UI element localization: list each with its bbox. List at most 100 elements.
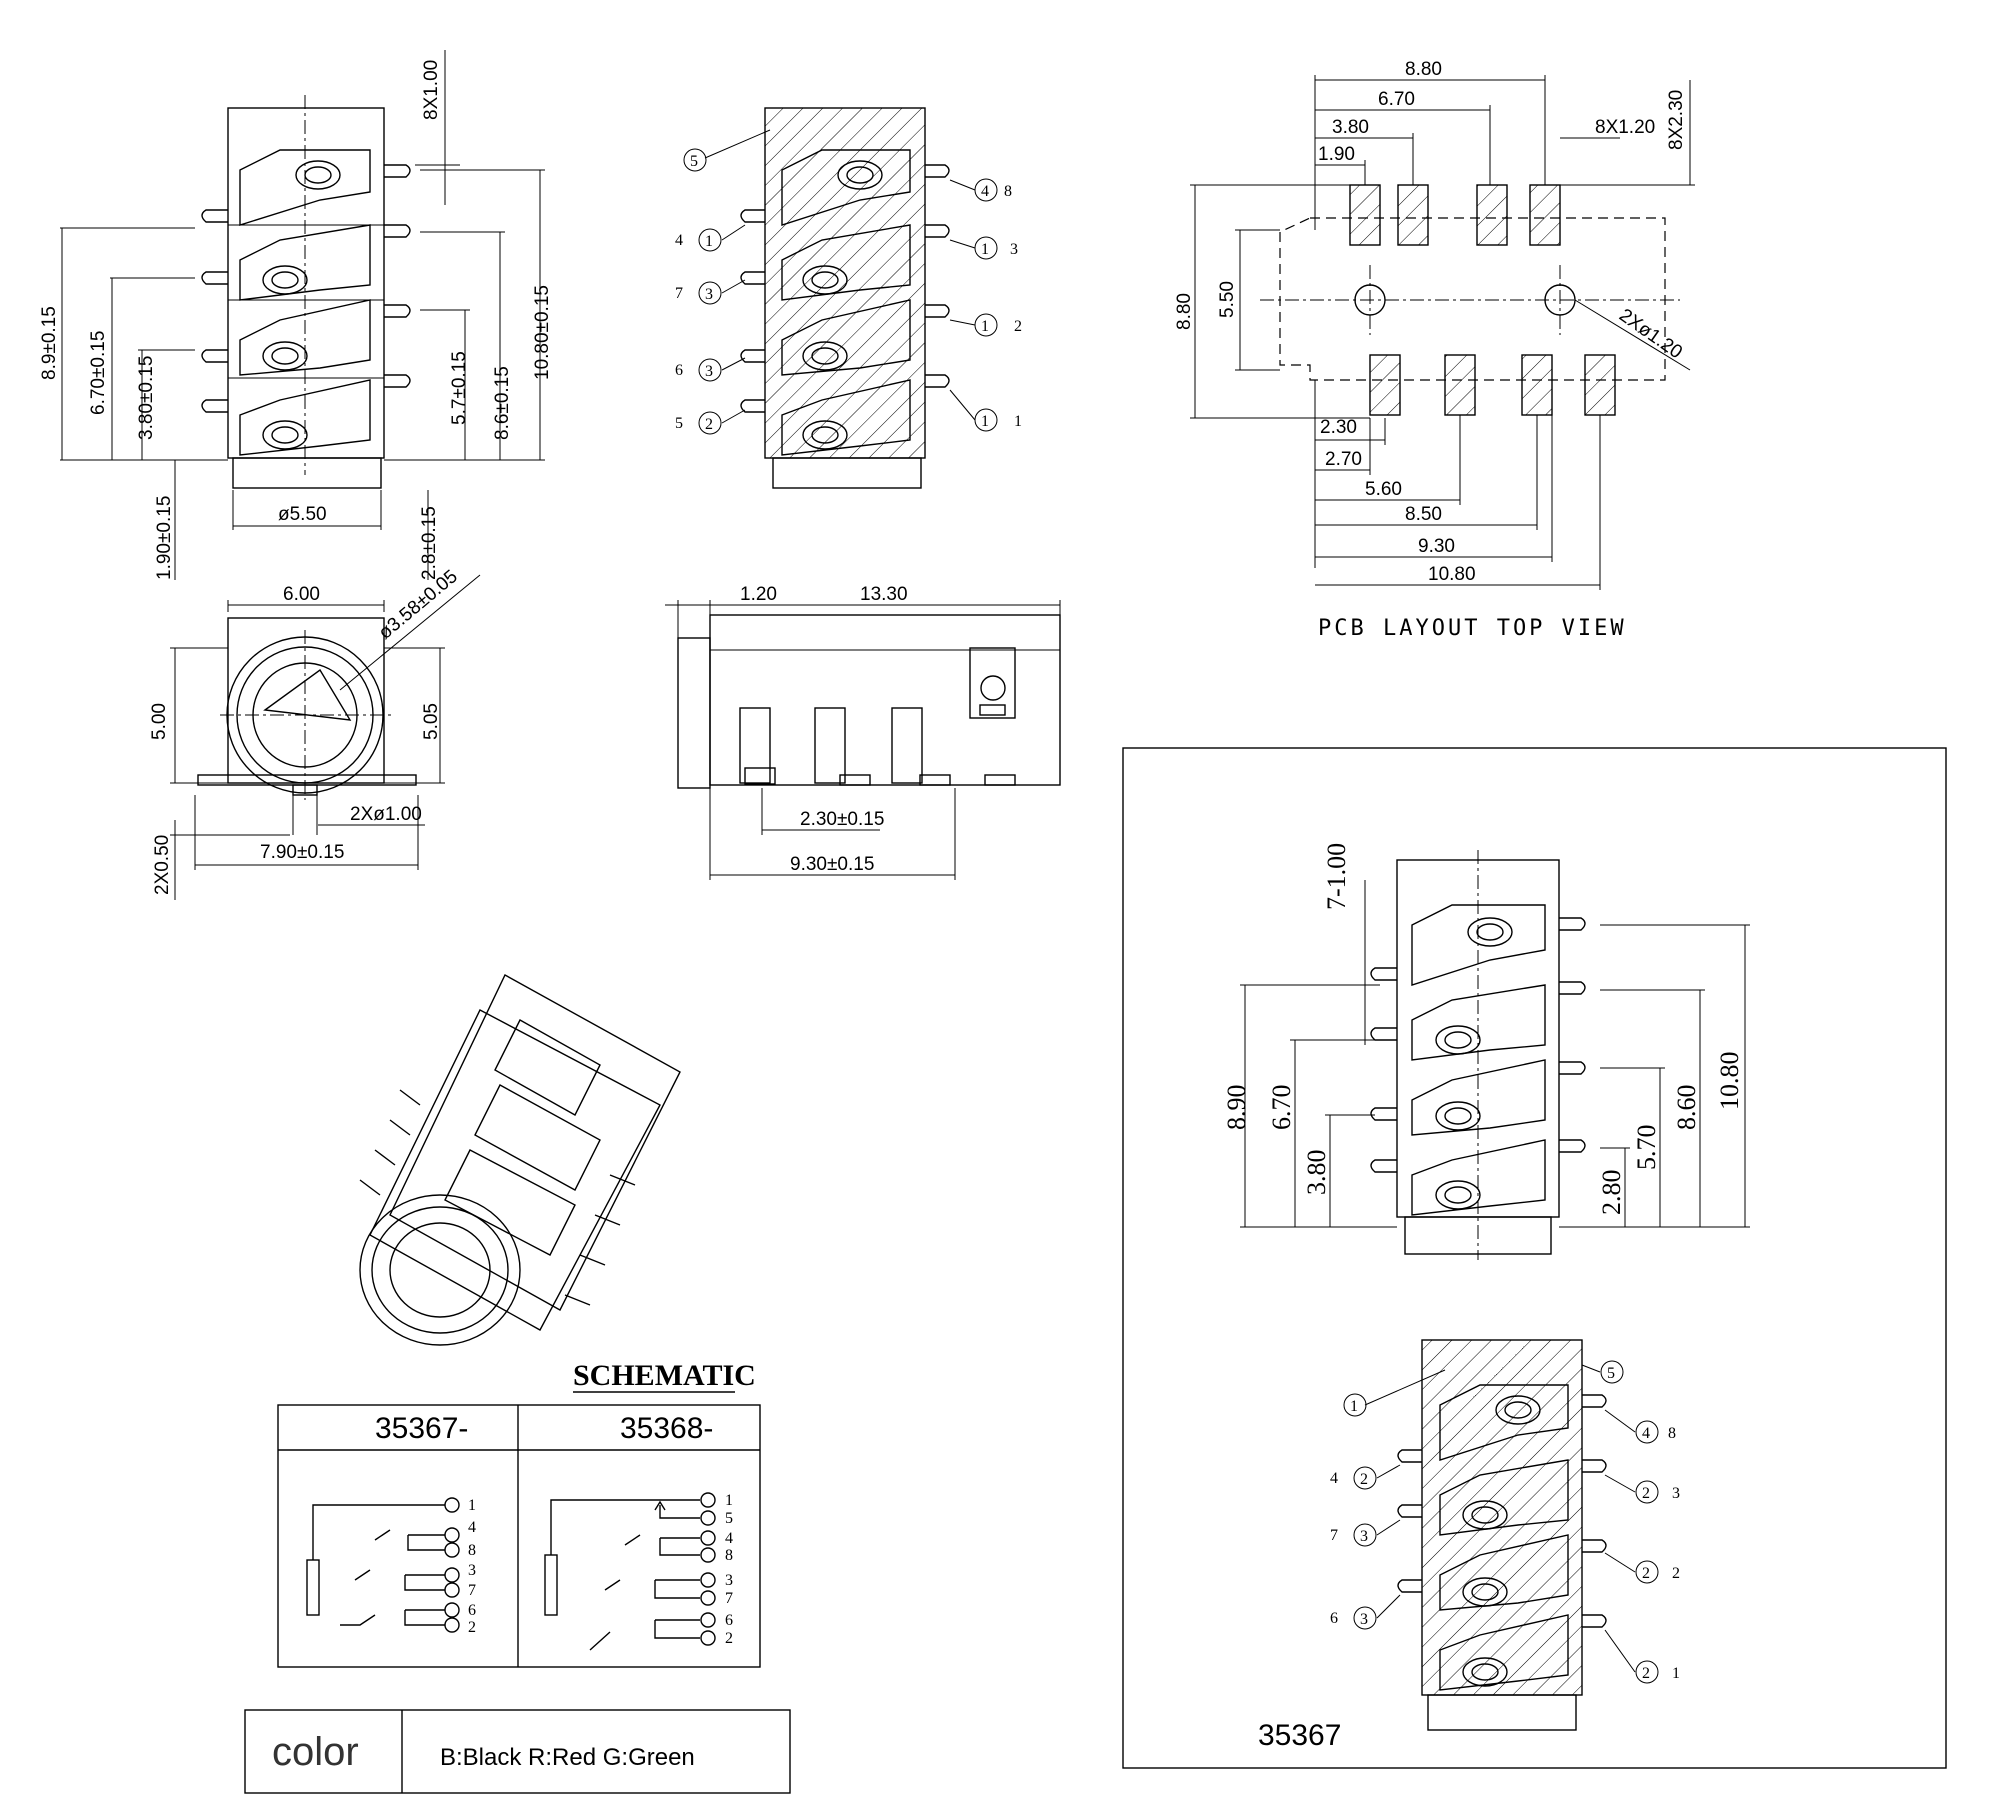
dim-6-70: 6.70 bbox=[1378, 89, 1415, 110]
color-legend: B:Black R:Red G:Green bbox=[440, 1744, 695, 1771]
schematic-pin: 5 bbox=[725, 1510, 733, 1527]
pin-circle-label: 3 bbox=[705, 363, 713, 380]
inset-dim-3-80: 3.80 bbox=[1302, 1150, 1331, 1196]
side-pins bbox=[201, 164, 411, 413]
dim-8x2-30: 8X2.30 bbox=[1666, 90, 1687, 150]
pin-circle-label: 2 bbox=[705, 416, 713, 433]
inset-hatched-view: 5 1 4 2 7 3 6 3 4 8 2 3 2 2 2 1 bbox=[1330, 1339, 1680, 1731]
color-table: color B:Black R:Red G:Green bbox=[244, 1709, 791, 1794]
hatched-cells bbox=[781, 149, 911, 456]
dim-5-00: 5.00 bbox=[149, 703, 170, 740]
schematic-pin: 8 bbox=[725, 1547, 733, 1564]
inset-side-view: 7-1.00 8.90 6.70 3.80 2.80 5.70 8.60 10.… bbox=[1222, 843, 1750, 1260]
pin-label: 6 bbox=[675, 362, 683, 379]
dim-9-30: 9.30 bbox=[1418, 536, 1455, 557]
dim-6-70: 6.70±0.15 bbox=[88, 331, 109, 415]
callout-circle bbox=[683, 148, 707, 172]
dim-2-70: 2.70 bbox=[1325, 449, 1362, 470]
schematic-pin: 4 bbox=[725, 1530, 733, 1547]
dim-1-90: 1.90±0.15 bbox=[154, 496, 175, 580]
dim-left-5-50: 5.50 bbox=[1217, 281, 1238, 318]
dim-d5-50: ø5.50 bbox=[278, 504, 327, 525]
isometric-view bbox=[359, 974, 681, 1346]
inset-part-label: 35367 bbox=[1258, 1719, 1341, 1752]
inset-callout-5: 5 bbox=[1607, 1365, 1615, 1382]
inset-dim-6-70: 6.70 bbox=[1267, 1085, 1296, 1131]
schematic-col1-header: 35367- bbox=[375, 1412, 468, 1445]
pin-label: 8 bbox=[1004, 183, 1012, 200]
dim-8-6: 8.6±0.15 bbox=[492, 366, 513, 440]
dim-8-80: 8.80 bbox=[1405, 59, 1442, 80]
pin-label: 1 bbox=[1014, 413, 1022, 430]
inset-dim-8-60: 8.60 bbox=[1672, 1085, 1701, 1131]
hatched-left-callouts: 4 1 7 3 6 3 5 2 bbox=[675, 224, 746, 435]
dim-10-80: 10.80 bbox=[1428, 564, 1476, 585]
schematic-pin: 6 bbox=[468, 1602, 476, 1619]
front-view: 6.00 ø3.58±0.05 5.00 5.05 2Xø1.00 7.90±0… bbox=[149, 566, 481, 900]
schematic-pin: 7 bbox=[468, 1582, 476, 1599]
dim-2xd1-20: 2Xø1.20 bbox=[1615, 305, 1686, 363]
inset-frame: 7-1.00 8.90 6.70 3.80 2.80 5.70 8.60 10.… bbox=[1122, 747, 1947, 1769]
schematic-pin: 7 bbox=[725, 1590, 733, 1607]
schematic-pin: 2 bbox=[725, 1630, 733, 1647]
schematic-col1: 1 4 8 3 7 6 2 bbox=[306, 1497, 476, 1636]
pin-label: 8 bbox=[1668, 1425, 1676, 1442]
side-dimension-lines bbox=[60, 50, 545, 580]
dim-7-90: 7.90±0.15 bbox=[260, 842, 344, 863]
dim-8x1: 8X1.00 bbox=[421, 60, 442, 120]
pin-label: 3 bbox=[1672, 1485, 1680, 1502]
side-view: 8X1.00 8.9±0.15 6.70±0.15 3.80±0.15 5.7±… bbox=[39, 50, 553, 580]
schematic-pin: 8 bbox=[468, 1542, 476, 1559]
inset-dim-10-80: 10.80 bbox=[1715, 1052, 1744, 1111]
pin-circle-label: 2 bbox=[1642, 1665, 1650, 1682]
pin-circle-label: 1 bbox=[981, 318, 989, 335]
pin-label: 3 bbox=[1010, 241, 1018, 258]
dim-8x1-20: 8X1.20 bbox=[1595, 117, 1655, 138]
pin-label: 7 bbox=[675, 285, 683, 302]
schematic-pin: 1 bbox=[725, 1492, 733, 1509]
inset-callout-1: 1 bbox=[1350, 1398, 1358, 1415]
pin-circle-label: 1 bbox=[981, 413, 989, 430]
hatched-section-view: 5 4 1 7 3 6 3 5 2 4 8 1 3 1 2 1 bbox=[675, 107, 1022, 489]
dim-3-80: 3.80 bbox=[1332, 117, 1369, 138]
dim-5-05: 5.05 bbox=[421, 703, 442, 740]
dim-1-90: 1.90 bbox=[1318, 144, 1355, 165]
pcb-layout: 8.80 6.70 3.80 1.90 8X1.20 8X2.30 8.80 5… bbox=[1174, 59, 1695, 641]
dim-5-60: 5.60 bbox=[1365, 479, 1402, 500]
schematic-pin: 4 bbox=[468, 1519, 476, 1536]
schematic: SCHEMATIC 35367- 35368- 1 4 8 3 7 6 2 bbox=[277, 1359, 761, 1668]
dim-1-20: 1.20 bbox=[740, 584, 777, 605]
dim-2-30: 2.30±0.15 bbox=[800, 809, 884, 830]
schematic-pin: 1 bbox=[468, 1497, 476, 1514]
callout-5: 5 bbox=[690, 153, 698, 170]
dim-6-00: 6.00 bbox=[283, 584, 320, 605]
pin-circle-label: 1 bbox=[705, 233, 713, 250]
pin-label: 1 bbox=[1672, 1665, 1680, 1682]
pin-label: 2 bbox=[1014, 318, 1022, 335]
dim-10-80: 10.80±0.15 bbox=[532, 285, 553, 380]
pin-circle-label: 2 bbox=[1642, 1565, 1650, 1582]
pin-circle-label: 2 bbox=[1642, 1485, 1650, 1502]
inset-dim-8-90: 8.90 bbox=[1222, 1085, 1251, 1131]
color-label: color bbox=[272, 1730, 359, 1774]
dim-3-80: 3.80±0.15 bbox=[136, 356, 157, 440]
dim-left-8-80: 8.80 bbox=[1174, 293, 1195, 330]
dim-2-30: 2.30 bbox=[1320, 417, 1357, 438]
pin-circle-label: 1 bbox=[981, 241, 989, 258]
pin-circle-label: 2 bbox=[1360, 1471, 1368, 1488]
dim-2x0-50: 2X0.50 bbox=[152, 835, 173, 895]
inset-dim-2-80: 2.80 bbox=[1597, 1170, 1626, 1216]
contact-cells bbox=[228, 149, 384, 456]
pin-label: 6 bbox=[1330, 1610, 1338, 1627]
schematic-pin: 3 bbox=[725, 1572, 733, 1589]
schematic-col2: 1 5 4 8 3 7 6 2 bbox=[544, 1492, 733, 1651]
hatched-pins bbox=[740, 164, 950, 413]
pin-label: 4 bbox=[1330, 1470, 1338, 1487]
inset-dim-5-70: 5.70 bbox=[1632, 1125, 1661, 1171]
dim-9-30: 9.30±0.15 bbox=[790, 854, 874, 875]
dim-8-50: 8.50 bbox=[1405, 504, 1442, 525]
pin-label: 5 bbox=[675, 415, 683, 432]
pin-label: 4 bbox=[675, 232, 683, 249]
pin-circle-label: 3 bbox=[705, 286, 713, 303]
